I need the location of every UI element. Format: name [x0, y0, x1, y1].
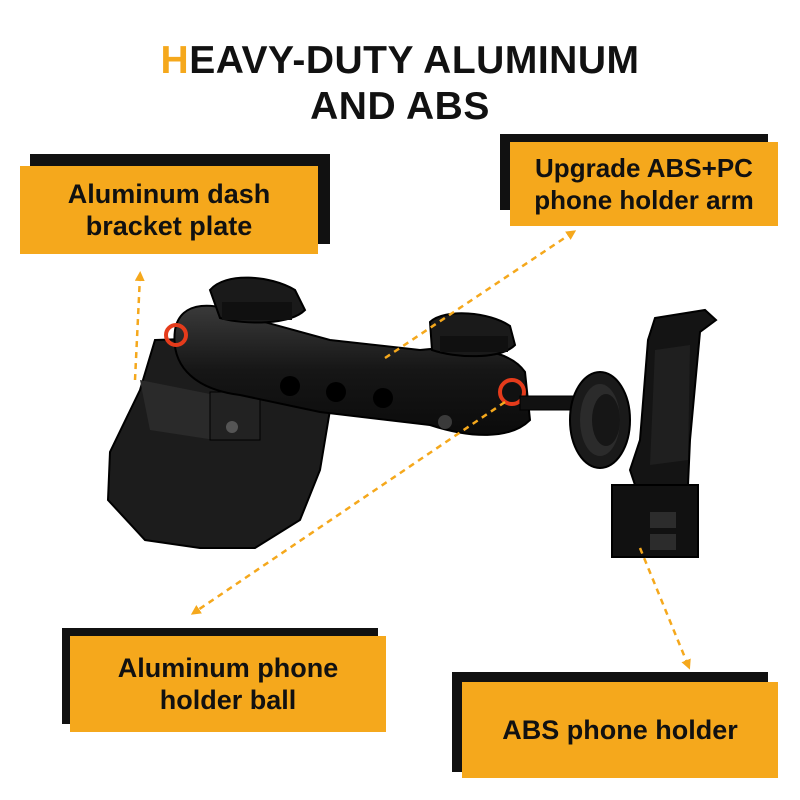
label-bracket-plate-text: Aluminum dash bracket plate [67, 179, 271, 241]
title-line-1-rest: EAVY-DUTY ALUMINUM [189, 39, 640, 82]
label-phone-holder-text: ABS phone holder [502, 715, 738, 745]
pointer-bracket-plate [133, 271, 145, 381]
title-line-2: AND ABS [310, 85, 490, 128]
label-bracket-plate: Aluminum dash bracket plate [20, 154, 330, 254]
label-holder-ball: Aluminum phone holder ball [62, 628, 386, 732]
pointer-phone-holder [638, 547, 691, 670]
pointer-holder-ball [190, 400, 506, 615]
page-title: HEAVY-DUTY ALUMINUM AND ABS [0, 38, 800, 130]
pointer-holder-arm [384, 230, 577, 360]
phone-holder-clamp [611, 308, 718, 558]
label-holder-ball-text: Aluminum phone holder ball [117, 653, 339, 715]
ball-joint-rod [519, 371, 631, 469]
title-line-1: HEAVY-DUTY ALUMINUM [0, 38, 800, 84]
knob-left [208, 276, 307, 324]
label-holder-arm-text: Upgrade ABS+PC phone holder arm [534, 153, 754, 215]
label-holder-arm: Upgrade ABS+PC phone holder arm [500, 134, 778, 228]
label-phone-holder: ABS phone holder [452, 672, 778, 780]
title-first-letter: H [160, 39, 190, 82]
